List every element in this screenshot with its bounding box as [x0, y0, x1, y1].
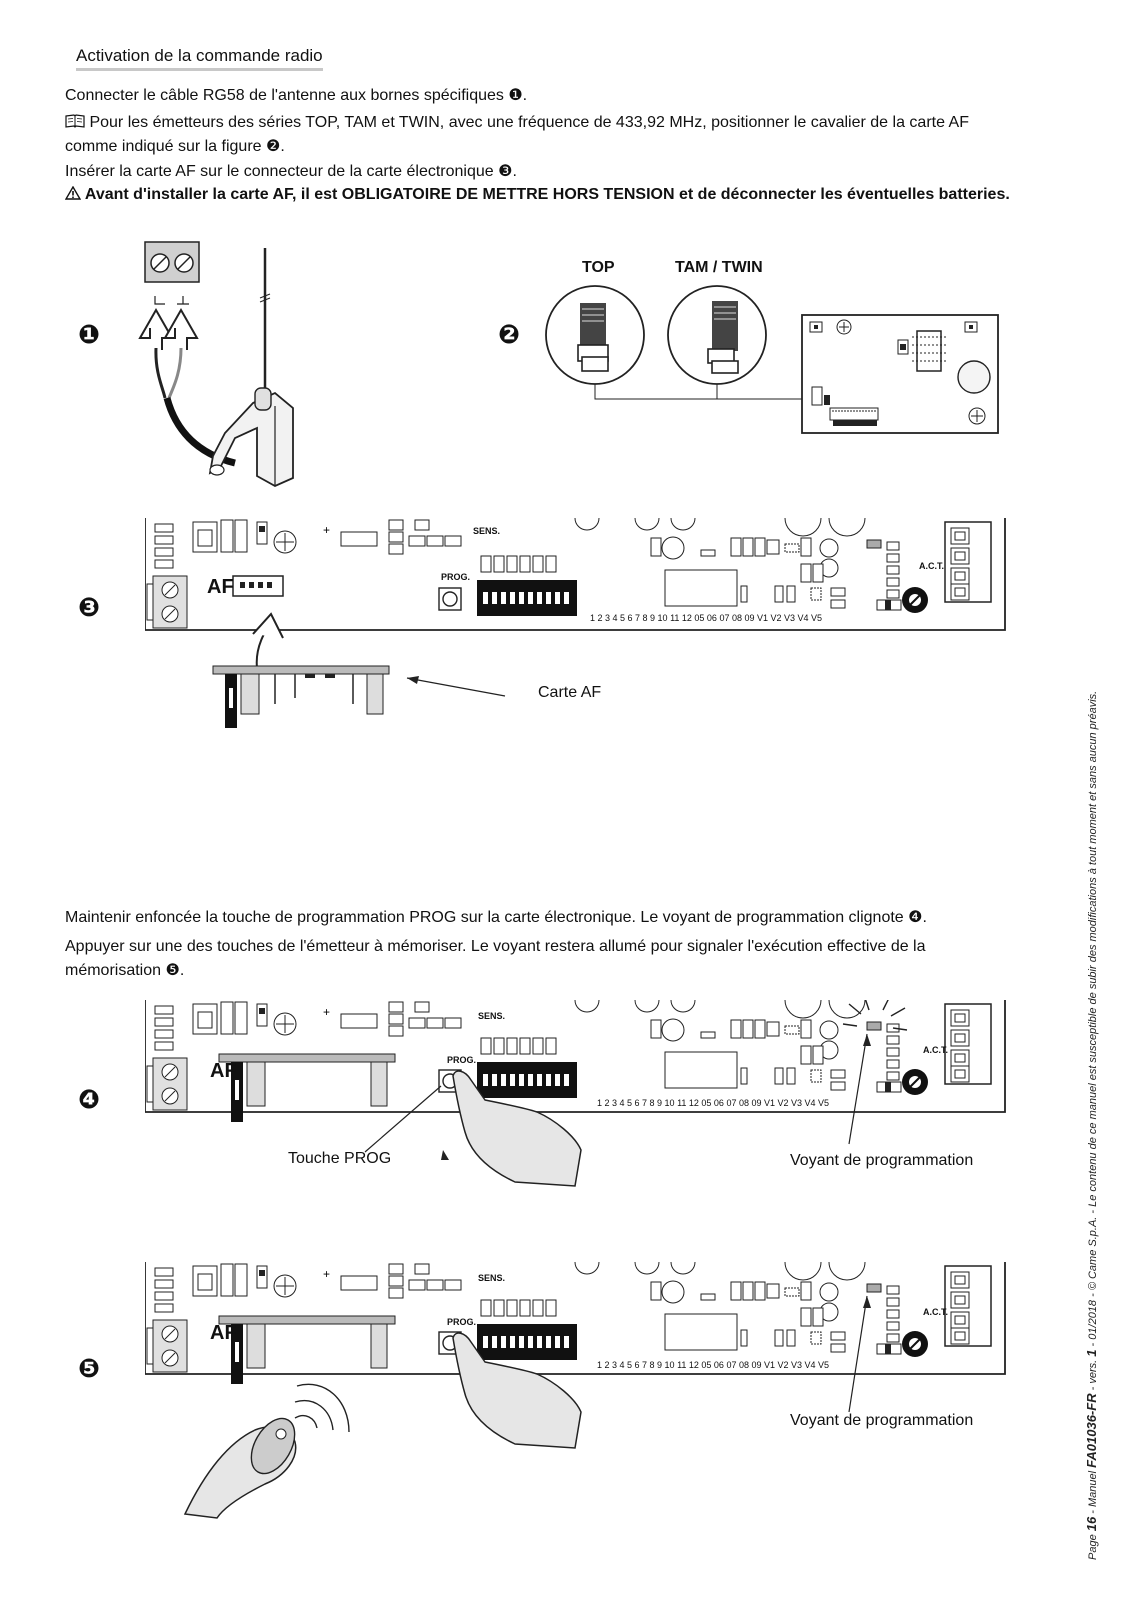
vertical-footer: Page 16 - Manuel FA01036-FR - vers. 1 - …: [1084, 680, 1099, 1560]
figure-number-3: ❸: [78, 593, 101, 623]
sens-label-fig4: SENS.: [478, 1011, 506, 1021]
voyant-callout-fig4: Voyant de programmation: [790, 1152, 974, 1169]
warning-paragraph: Avant d'installer la carte AF, il est OB…: [64, 183, 1025, 207]
footer-rest: - 01/2018 - © Came S.p.A. - Le contenu d…: [1087, 690, 1099, 1347]
footer-page-number: 16: [1084, 1516, 1099, 1532]
figure-2-jumper: [540, 285, 1010, 455]
figure-3-board: [144, 517, 1015, 743]
terminal-numbers-fig5: 1 2 3 4 5 6 7 8 9 10 11 12 05 06 07 08 0…: [597, 1360, 830, 1370]
warning-triangle-icon: [64, 185, 85, 203]
terminal-numbers: 1 2 3 4 5 6 7 8 9 10 11 12 05 06 07 08 0…: [590, 613, 823, 623]
paragraph-press-transmitter: Appuyer sur une des touches de l'émetteu…: [65, 938, 926, 979]
carte-af-callout: Carte AF: [538, 684, 602, 701]
figure-5-board: [144, 1261, 1015, 1527]
act-label: A.C.T.: [919, 561, 945, 571]
act-label-fig4: A.C.T.: [923, 1045, 949, 1055]
label-top: TOP: [582, 259, 615, 276]
terminal-numbers-fig4: 1 2 3 4 5 6 7 8 9 10 11 12 05 06 07 08 0…: [597, 1098, 830, 1108]
footer-page-prefix: Page: [1087, 1534, 1099, 1560]
prog-label-fig4: PROG.: [447, 1055, 477, 1065]
touche-prog-callout: Touche PROG: [288, 1150, 392, 1167]
footer-version: 1: [1084, 1349, 1099, 1357]
book-icon: [65, 114, 89, 131]
figure-number-4: ❹: [78, 1085, 101, 1115]
af-label: AF: [207, 576, 234, 598]
figure-number-5: ❺: [78, 1354, 101, 1384]
figure-number-1: ❶: [78, 320, 101, 350]
sens-label: SENS.: [473, 526, 501, 536]
paragraph-insert-card: Insérer la carte AF sur le connecteur de…: [65, 163, 517, 180]
af-label-fig5: AF: [210, 1322, 237, 1344]
footer-version-prefix: - vers.: [1087, 1359, 1099, 1391]
act-label-fig5: A.C.T.: [923, 1307, 949, 1317]
prog-label-fig5: PROG.: [447, 1317, 477, 1327]
paragraph-jumper: Pour les émetteurs des séries TOP, TAM e…: [65, 111, 1025, 159]
paragraph-hold-prog: Maintenir enfoncée la touche de programm…: [65, 909, 927, 926]
figure-1-antenna: [125, 238, 325, 513]
sens-label-fig5: SENS.: [478, 1273, 506, 1283]
warning-text: Avant d'installer la carte AF, il est OB…: [84, 186, 1010, 203]
footer-manual-prefix: - Manuel: [1087, 1470, 1099, 1514]
footer-manual-code: FA01036-FR: [1084, 1393, 1099, 1468]
voyant-callout-fig5: Voyant de programmation: [790, 1412, 974, 1429]
figure-number-2: ❷: [498, 320, 521, 350]
figure-4-board: [144, 997, 1015, 1195]
prog-label: PROG.: [441, 572, 471, 582]
section-title: Activation de la commande radio: [76, 46, 323, 71]
paragraph-jumper-text: Pour les émetteurs des séries TOP, TAM e…: [65, 114, 969, 155]
label-tam-twin: TAM / TWIN: [675, 259, 763, 276]
af-label-fig4: AF: [210, 1060, 237, 1082]
paragraph-antenna: Connecter le câble RG58 de l'antenne aux…: [65, 87, 528, 104]
